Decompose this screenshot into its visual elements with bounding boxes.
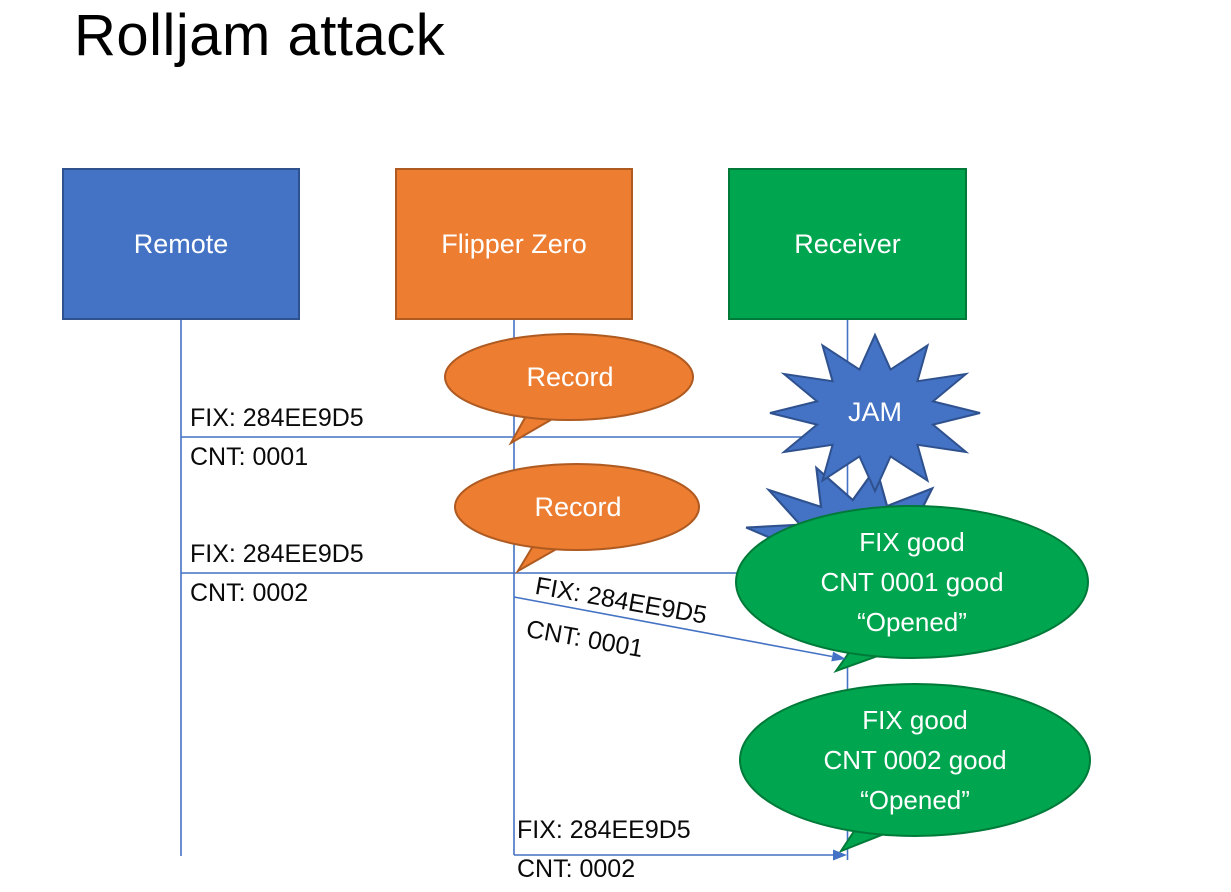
message-1-cnt-label: CNT: 0001 <box>190 443 309 471</box>
record-callout-2-label: Record <box>534 491 622 522</box>
message-2-fix-label: FIX: 284EE9D5 <box>190 540 364 568</box>
actor-label-receiver: Receiver <box>794 228 901 259</box>
replay-2-fix-label: FIX: 284EE9D5 <box>517 816 691 844</box>
receiver-callout-2-line2: CNT 0002 good <box>823 745 1007 775</box>
receiver-callout-2-line3: “Opened” <box>860 785 970 815</box>
receiver-callout-1-line2: CNT 0001 good <box>820 567 1004 597</box>
actor-box-flipper-zero: Flipper Zero <box>395 168 633 320</box>
receiver-callout-1-bubble <box>735 505 1089 659</box>
receiver-callout-1-line1: FIX good <box>859 527 965 557</box>
slide-title: Rolljam attack <box>74 3 446 68</box>
message-1-fix-label: FIX: 284EE9D5 <box>190 404 364 432</box>
receiver-callout-2-label: FIX good CNT 0002 good “Opened” <box>740 684 1090 836</box>
message-2-cnt-label: CNT: 0002 <box>190 579 309 607</box>
record-callout-1-bubble <box>444 333 694 421</box>
receiver-callout-2-bubble <box>739 683 1091 837</box>
receiver-callout-1-line3: “Opened” <box>857 607 967 637</box>
record-callout-1-label: Record <box>526 361 614 392</box>
record-callout-2-bubble <box>454 463 700 551</box>
actor-label-remote: Remote <box>133 228 229 259</box>
receiver-callout-2-line1: FIX good <box>862 705 968 735</box>
jam-burst-1 <box>769 332 981 494</box>
actor-box-receiver: Receiver <box>728 168 967 320</box>
actor-box-remote: Remote <box>62 168 300 320</box>
replay-2-cnt-label: CNT: 0002 <box>517 855 636 883</box>
replay-arrow-1-head <box>831 651 846 662</box>
replay-arrow-1-line <box>513 596 833 658</box>
actor-label-flipper-zero: Flipper Zero <box>441 228 587 259</box>
receiver-callout-1-label: FIX good CNT 0001 good “Opened” <box>736 506 1088 658</box>
jam-label: JAM <box>848 396 902 427</box>
replay-arrow-2-head <box>833 849 847 861</box>
